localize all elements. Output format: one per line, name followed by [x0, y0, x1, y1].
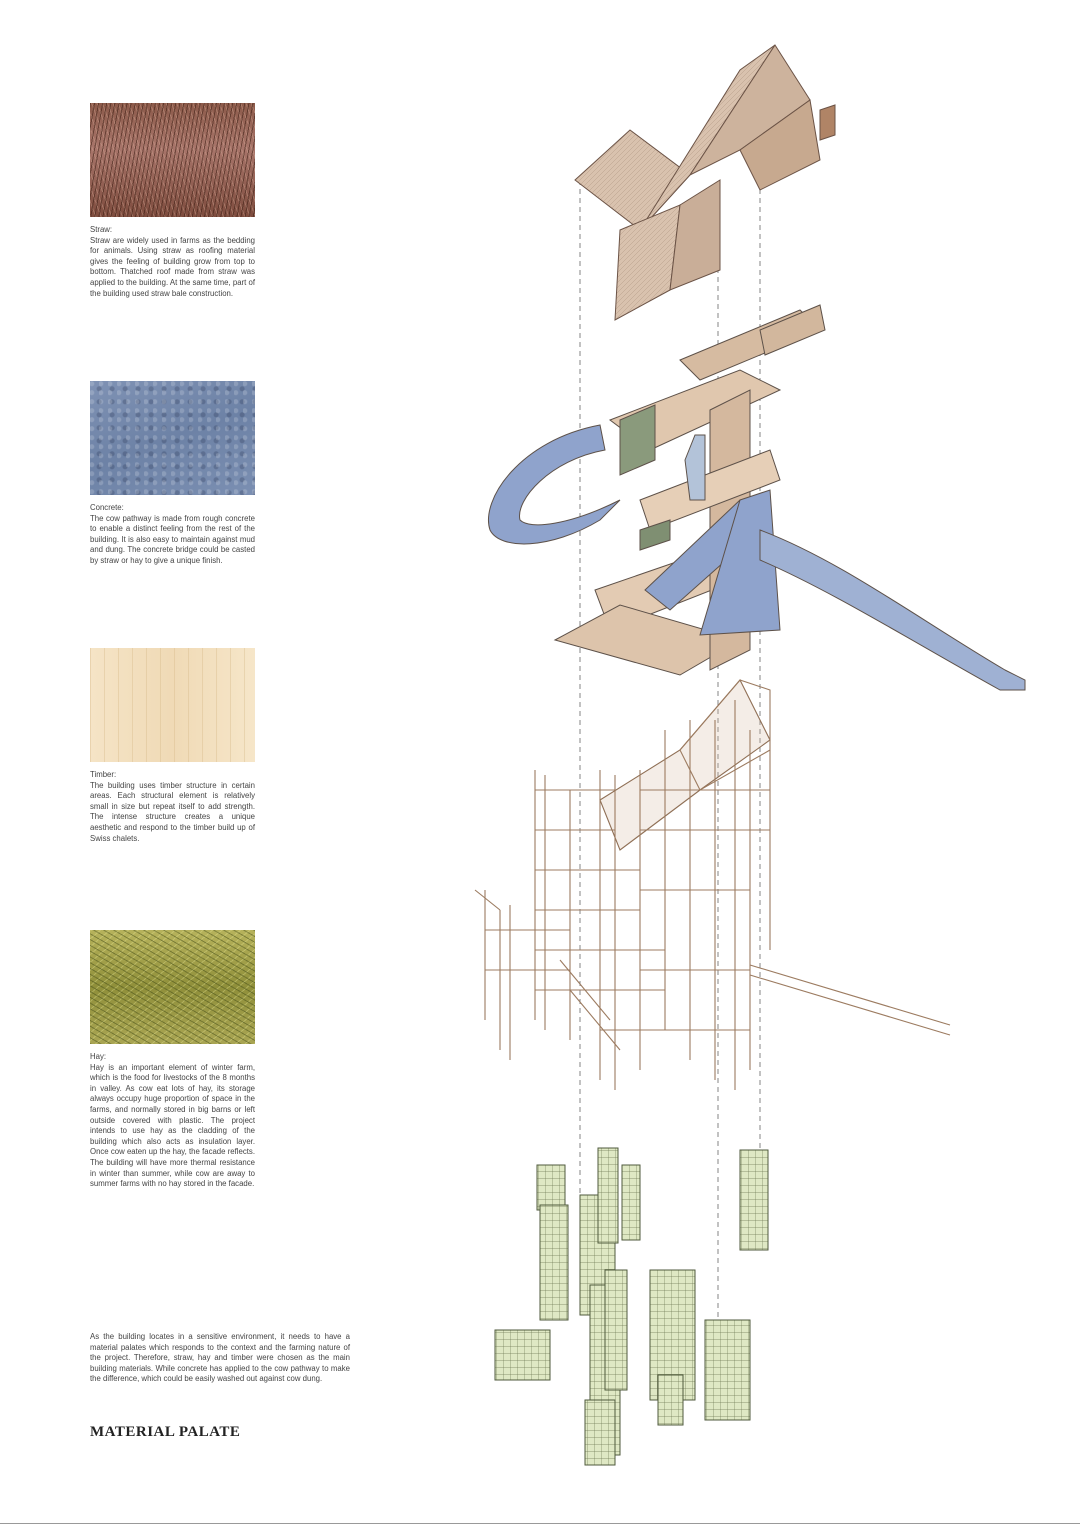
floor-layer	[488, 304, 1026, 691]
bottom-rule	[0, 1523, 1080, 1524]
straw-description: Straw: Straw are widely used in farms as…	[90, 225, 255, 299]
intro-paragraph: As the building locates in a sensitive e…	[90, 1332, 350, 1384]
timber-structure-layer	[474, 679, 951, 1090]
concrete-text: The cow pathway is made from rough concr…	[90, 513, 255, 565]
hay-description: Hay: Hay is an important element of wint…	[90, 1052, 255, 1190]
timber-swatch	[90, 648, 255, 762]
hay-text: Hay is an important element of winter fa…	[90, 1062, 255, 1189]
hay-title: Hay:	[90, 1052, 107, 1061]
exploded-axonometric-diagram	[474, 44, 1026, 1466]
straw-swatch	[90, 103, 255, 217]
roof-layer	[574, 44, 836, 321]
hay-swatch	[90, 930, 255, 1044]
straw-title: Straw:	[90, 225, 113, 234]
timber-beams	[474, 789, 951, 1051]
hay-cladding-layer	[494, 1147, 769, 1466]
concrete-description: Concrete: The cow pathway is made from r…	[90, 503, 255, 567]
timber-columns	[484, 700, 771, 1090]
timber-title: Timber:	[90, 770, 117, 779]
straw-text: Straw are widely used in farms as the be…	[90, 235, 255, 298]
page-title: MATERIAL PALATE	[90, 1424, 241, 1440]
concrete-title: Concrete:	[90, 503, 124, 512]
timber-text: The building uses timber structure in ce…	[90, 780, 255, 843]
concrete-swatch	[90, 381, 255, 495]
timber-description: Timber: The building uses timber structu…	[90, 770, 255, 844]
